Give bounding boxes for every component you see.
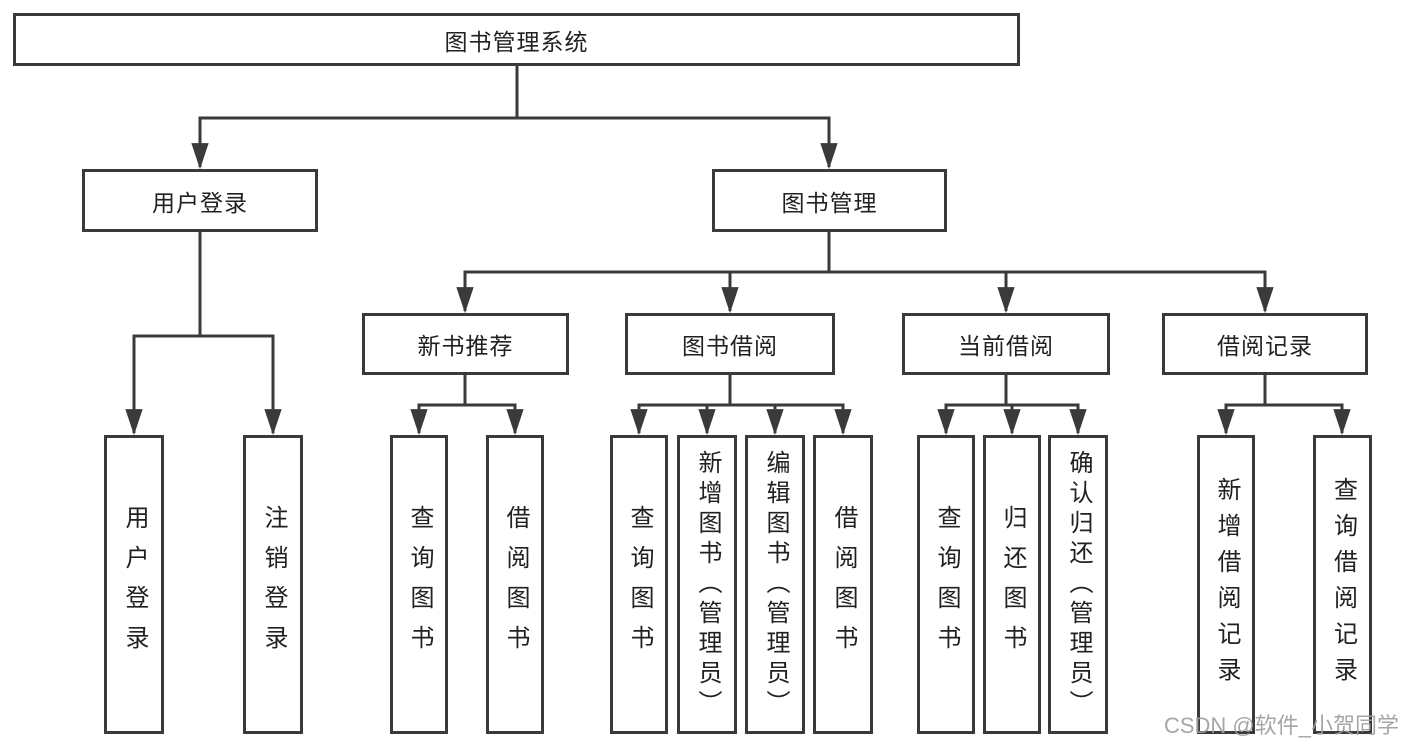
csdn-watermark: CSDN @软件_小贺同学 [1163, 713, 1399, 738]
node-label: 用户登录 [152, 189, 248, 216]
node-borrowing-records: 借阅记录 [1162, 313, 1368, 375]
leaf-label: 确认归还（管理员） [1065, 449, 1092, 720]
leaf-query-books: 查询图书 [917, 435, 975, 734]
node-label: 新书推荐 [417, 333, 514, 359]
leaf-logout: 注销登录 [243, 435, 303, 734]
node-label: 图书管理 [781, 189, 878, 216]
leaf-label: 查询图书 [406, 504, 433, 665]
leaf-label: 查询借阅记录 [1329, 476, 1357, 693]
leaf-borrow-books: 借阅图书 [813, 435, 873, 734]
node-user-login-branch: 用户登录 [82, 169, 318, 232]
leaf-label: 新增借阅记录 [1213, 476, 1240, 693]
leaf-label: 新增图书（管理员） [694, 449, 721, 720]
leaf-user-login: 用户登录 [104, 435, 164, 734]
leaf-add-books-admin: 新增图书（管理员） [677, 435, 737, 734]
leaf-return-books: 归还图书 [983, 435, 1041, 734]
node-label: 借阅记录 [1217, 333, 1313, 359]
node-book-management-system: 图书管理系统 [13, 13, 1020, 66]
leaf-label: 归还图书 [999, 504, 1026, 665]
leaf-query-books: 查询图书 [390, 435, 448, 734]
leaf-label: 用户登录 [121, 504, 148, 665]
leaf-label: 注销登录 [260, 504, 287, 665]
node-current-borrowing: 当前借阅 [902, 313, 1110, 375]
leaf-add-borrow-record: 新增借阅记录 [1197, 435, 1255, 734]
leaf-query-borrow-record: 查询借阅记录 [1313, 435, 1372, 734]
node-label: 图书借阅 [682, 333, 778, 359]
leaf-label: 编辑图书（管理员） [762, 449, 789, 720]
leaf-confirm-return-admin: 确认归还（管理员） [1048, 435, 1108, 734]
leaf-label: 查询图书 [933, 504, 960, 665]
node-book-borrowing: 图书借阅 [625, 313, 835, 375]
leaf-label: 查询图书 [626, 504, 653, 665]
node-label: 当前借阅 [958, 333, 1054, 359]
node-label: 图书管理系统 [444, 28, 589, 55]
leaf-label: 借阅图书 [830, 504, 857, 665]
node-book-management-branch: 图书管理 [712, 169, 947, 232]
node-new-book-recommendation: 新书推荐 [362, 313, 569, 375]
leaf-edit-books-admin: 编辑图书（管理员） [745, 435, 805, 734]
leaf-label: 借阅图书 [502, 504, 529, 665]
leaf-query-books: 查询图书 [610, 435, 668, 734]
leaf-borrow-books: 借阅图书 [486, 435, 544, 734]
